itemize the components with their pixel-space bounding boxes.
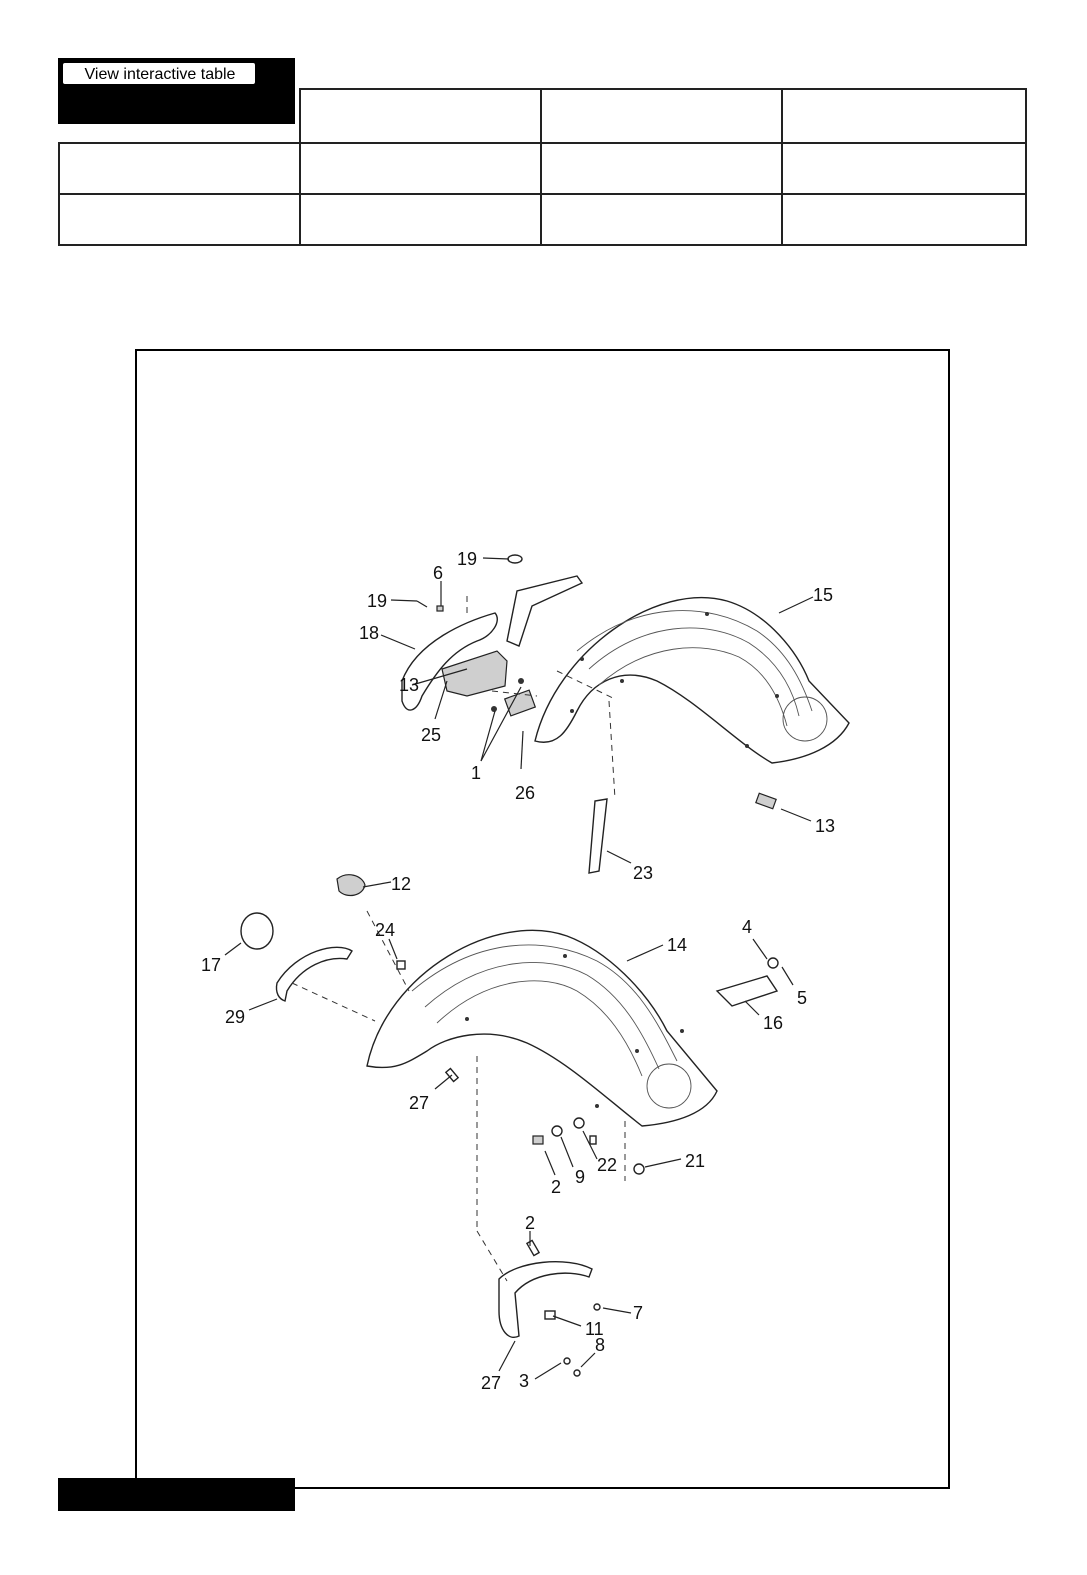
table-cell [781,88,1027,144]
callout-label: 13 [815,816,835,836]
callout-label: 9 [575,1167,585,1187]
callout-label: 21 [685,1151,705,1171]
callout-label: 17 [201,955,221,975]
callout-label: 12 [391,874,411,894]
callout-label: 7 [633,1303,643,1323]
table-cell [299,88,542,144]
upper-small-parts [401,554,777,1145]
table-cell [299,193,542,246]
callout-label: 27 [409,1093,429,1113]
diagram-drawing: 19 6 19 18 13 25 1 26 15 13 23 1 [201,549,850,1393]
table-cell [540,142,783,195]
callout-label: 6 [433,563,443,583]
footer-bar [58,1478,295,1511]
table-cell [781,142,1027,195]
callout-label: 24 [375,920,395,940]
rear-fender-lower [366,929,718,1127]
callout-label: 19 [457,549,477,569]
callout-label: 3 [519,1371,529,1391]
rear-fender-upper [534,596,850,764]
callout-label: 13 [399,675,419,695]
callout-label: 18 [359,623,379,643]
callout-label: 5 [797,988,807,1008]
table-cell [540,193,783,246]
callout-label: 29 [225,1007,245,1027]
callout-label: 15 [813,585,833,605]
table-cell [299,142,542,195]
callout-label: 2 [525,1213,535,1233]
callout-label: 19 [367,591,387,611]
callout-label: 8 [595,1335,605,1355]
callout-label: 22 [597,1155,617,1175]
callout-label: 16 [763,1013,783,1033]
table-cell [540,88,783,144]
view-interactive-table-button[interactable]: View interactive table [62,62,256,85]
callout-label: 25 [421,725,441,745]
callout-label: 4 [742,917,752,937]
callout-label: 23 [633,863,653,883]
callout-label: 14 [667,935,687,955]
lower-small-parts [240,874,779,1377]
exploded-parts-diagram: 19 6 19 18 13 25 1 26 15 13 23 1 [135,349,950,1489]
callout-label: 11 [585,1319,604,1339]
table-cell [58,142,301,195]
callouts: 19 6 19 18 13 25 1 26 15 13 23 1 [201,549,835,1393]
callout-label: 2 [551,1177,561,1197]
callout-label: 1 [471,763,481,783]
table-cell [58,193,301,246]
table-cell [781,193,1027,246]
callout-label: 27 [481,1373,501,1393]
callout-label: 26 [515,783,535,803]
